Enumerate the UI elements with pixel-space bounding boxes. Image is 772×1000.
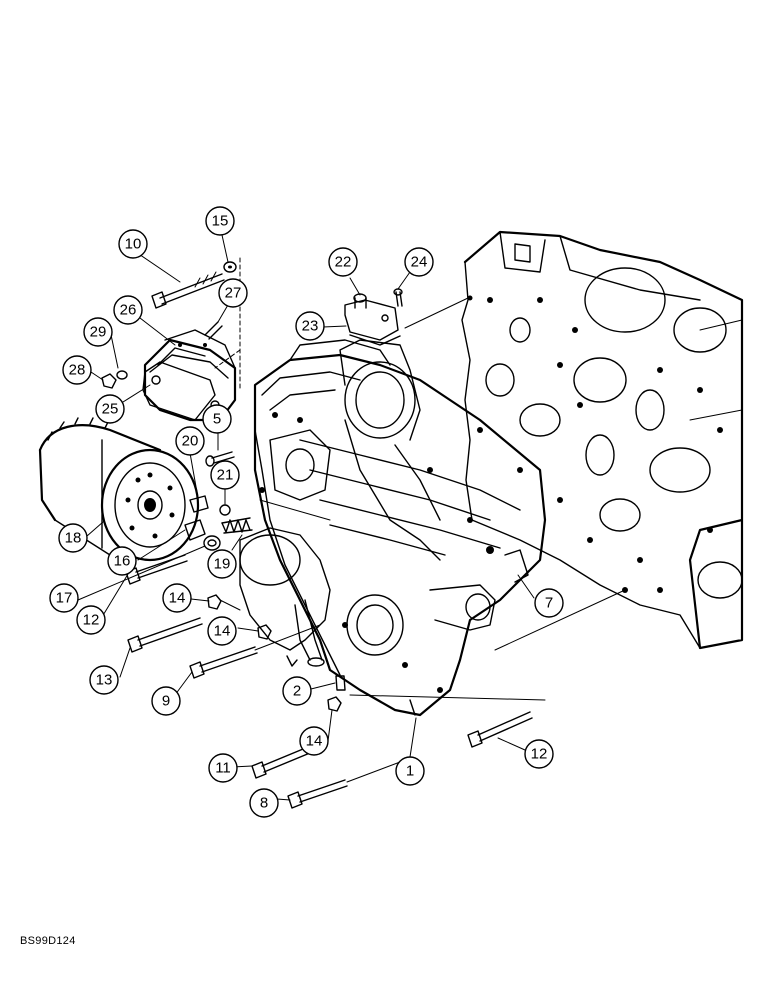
callout-16: 16 bbox=[107, 546, 137, 576]
callout-14-upper: 14 bbox=[162, 583, 192, 613]
callout-27: 27 bbox=[218, 278, 248, 308]
callout-7: 7 bbox=[534, 588, 564, 618]
svg-text:2: 2 bbox=[293, 683, 301, 700]
callout-12-lower: 12 bbox=[524, 739, 554, 769]
svg-text:7: 7 bbox=[545, 595, 553, 612]
leader-lines bbox=[77, 234, 626, 801]
callout-13: 13 bbox=[89, 665, 119, 695]
front-cover-illustration bbox=[253, 339, 547, 717]
svg-text:1: 1 bbox=[406, 763, 414, 780]
svg-text:16: 16 bbox=[114, 553, 131, 570]
callout-24: 24 bbox=[404, 247, 434, 277]
svg-text:28: 28 bbox=[69, 362, 86, 379]
svg-text:10: 10 bbox=[125, 236, 142, 253]
callout-22: 22 bbox=[328, 247, 358, 277]
svg-text:12: 12 bbox=[83, 612, 100, 629]
svg-text:17: 17 bbox=[56, 590, 73, 607]
callout-8: 8 bbox=[249, 788, 279, 818]
callout-29: 29 bbox=[83, 317, 113, 347]
svg-text:8: 8 bbox=[260, 795, 268, 812]
callout-5: 5 bbox=[202, 404, 232, 434]
callout-25: 25 bbox=[95, 394, 125, 424]
svg-text:23: 23 bbox=[302, 318, 319, 335]
svg-text:24: 24 bbox=[411, 254, 428, 271]
svg-text:13: 13 bbox=[96, 672, 113, 689]
svg-text:20: 20 bbox=[182, 433, 199, 450]
svg-text:11: 11 bbox=[215, 760, 231, 777]
callout-28: 28 bbox=[62, 355, 92, 385]
svg-text:15: 15 bbox=[212, 213, 229, 230]
svg-text:18: 18 bbox=[65, 530, 82, 547]
callout-21: 21 bbox=[210, 460, 240, 490]
callout-15: 15 bbox=[205, 206, 235, 236]
svg-text:26: 26 bbox=[120, 302, 137, 319]
svg-text:12: 12 bbox=[531, 746, 548, 763]
svg-text:22: 22 bbox=[335, 254, 352, 271]
engine-block-illustration bbox=[461, 230, 744, 650]
svg-text:25: 25 bbox=[102, 401, 119, 418]
water-pump-illustration bbox=[239, 527, 331, 667]
svg-text:9: 9 bbox=[162, 693, 170, 710]
svg-text:29: 29 bbox=[90, 324, 107, 341]
callout-14-middle: 14 bbox=[207, 616, 237, 646]
callout-23: 23 bbox=[295, 311, 325, 341]
svg-text:14: 14 bbox=[214, 623, 231, 640]
callout-11: 11 bbox=[208, 753, 238, 783]
callout-14-lower: 14 bbox=[299, 726, 329, 756]
figure-reference-code: BS99D124 bbox=[20, 935, 76, 947]
svg-text:14: 14 bbox=[306, 733, 323, 750]
svg-text:14: 14 bbox=[169, 590, 186, 607]
svg-text:27: 27 bbox=[225, 285, 242, 302]
callout-10: 10 bbox=[118, 229, 148, 259]
callout-26: 26 bbox=[113, 295, 143, 325]
callout-1: 1 bbox=[395, 756, 425, 786]
small-parts-illustration bbox=[101, 261, 533, 809]
callout-20: 20 bbox=[175, 426, 205, 456]
callout-2: 2 bbox=[282, 676, 312, 706]
callout-19: 19 bbox=[207, 549, 237, 579]
svg-text:5: 5 bbox=[213, 411, 221, 428]
oil-filter-illustration bbox=[38, 417, 200, 562]
callout-9: 9 bbox=[151, 686, 181, 716]
svg-text:21: 21 bbox=[217, 467, 234, 484]
callout-12-upper: 12 bbox=[76, 605, 106, 635]
callout-labels: 1 2 5 7 8 9 10 11 12 12 13 14 14 14 15 1… bbox=[49, 206, 564, 818]
callout-17: 17 bbox=[49, 583, 79, 613]
svg-text:19: 19 bbox=[214, 556, 231, 573]
callout-18: 18 bbox=[58, 523, 88, 553]
